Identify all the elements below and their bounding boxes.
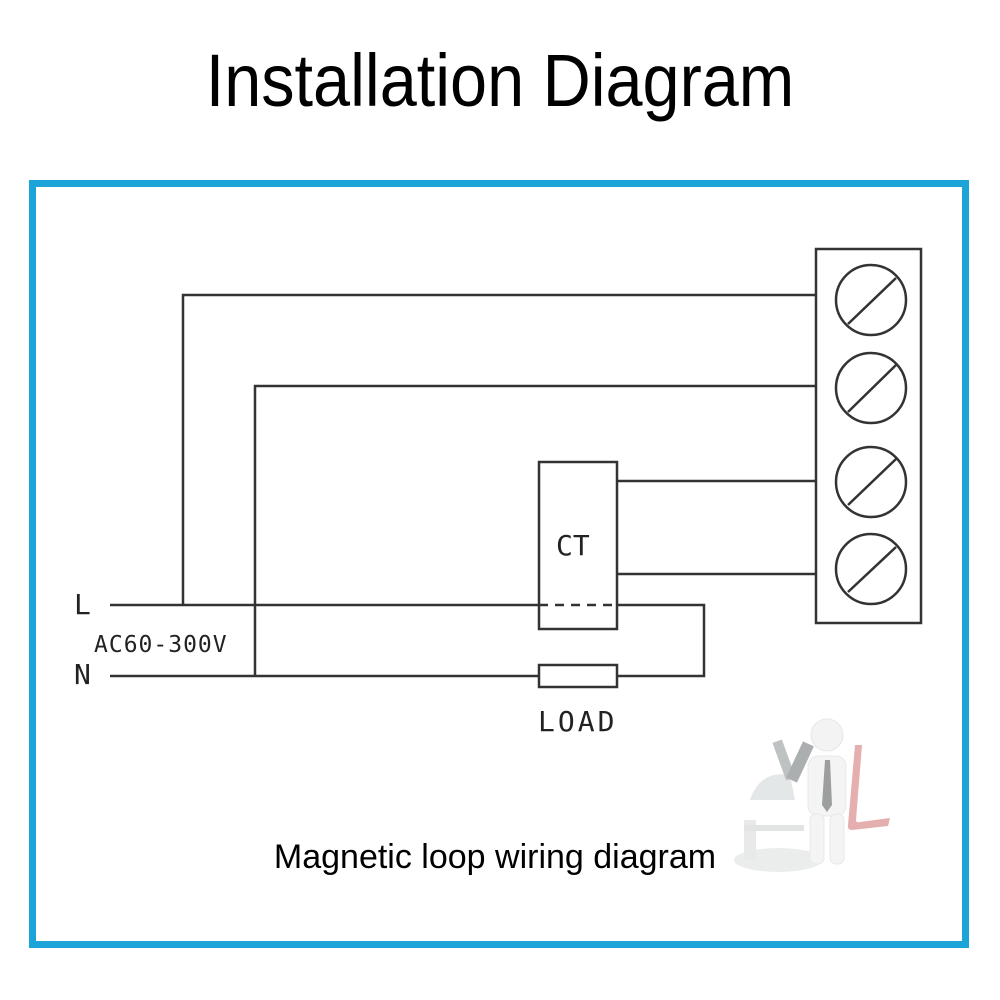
- ct-box: [537, 460, 619, 631]
- terminal-block: [814, 247, 923, 625]
- screw-terminal-icon: [834, 445, 908, 519]
- label-voltage: AC60-300V: [94, 632, 228, 658]
- diagram-caption: Magnetic loop wiring diagram: [273, 838, 717, 876]
- label-ct: CT: [556, 529, 590, 562]
- line-l-to-load: [617, 603, 706, 678]
- page-title: Installation Diagram: [205, 39, 795, 122]
- scientist-microscope-logo: [734, 718, 890, 872]
- diagram-frame: [29, 180, 969, 948]
- screw-terminal-icon: [834, 351, 908, 425]
- wire-terminal-2: [253, 384, 816, 676]
- label-load: LOAD: [538, 705, 617, 738]
- label-l: L: [74, 588, 91, 621]
- screw-terminal-icon: [834, 263, 908, 337]
- screw-terminal-icon: [834, 532, 908, 606]
- label-n: N: [74, 658, 91, 691]
- wire-terminal-1: [181, 293, 816, 605]
- load-resistor: [537, 663, 619, 689]
